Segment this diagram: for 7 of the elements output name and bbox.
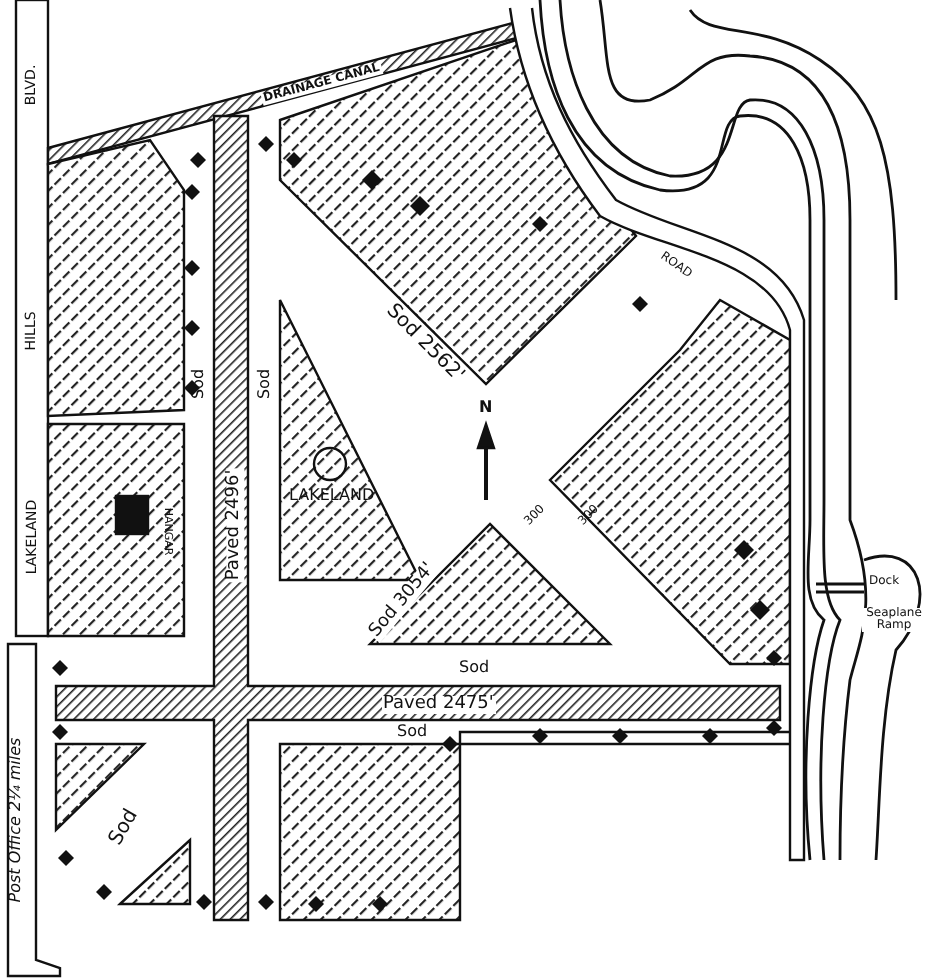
north-label: N bbox=[479, 400, 493, 416]
runway-label: Sod bbox=[459, 660, 490, 676]
runway-label: Sod bbox=[397, 724, 428, 740]
runway-label: Sod bbox=[256, 368, 273, 400]
place-label: LAKELAND bbox=[289, 488, 375, 504]
runway-label: Paved 2496' bbox=[225, 466, 244, 582]
runway-label: Paved 2475' bbox=[381, 695, 496, 713]
